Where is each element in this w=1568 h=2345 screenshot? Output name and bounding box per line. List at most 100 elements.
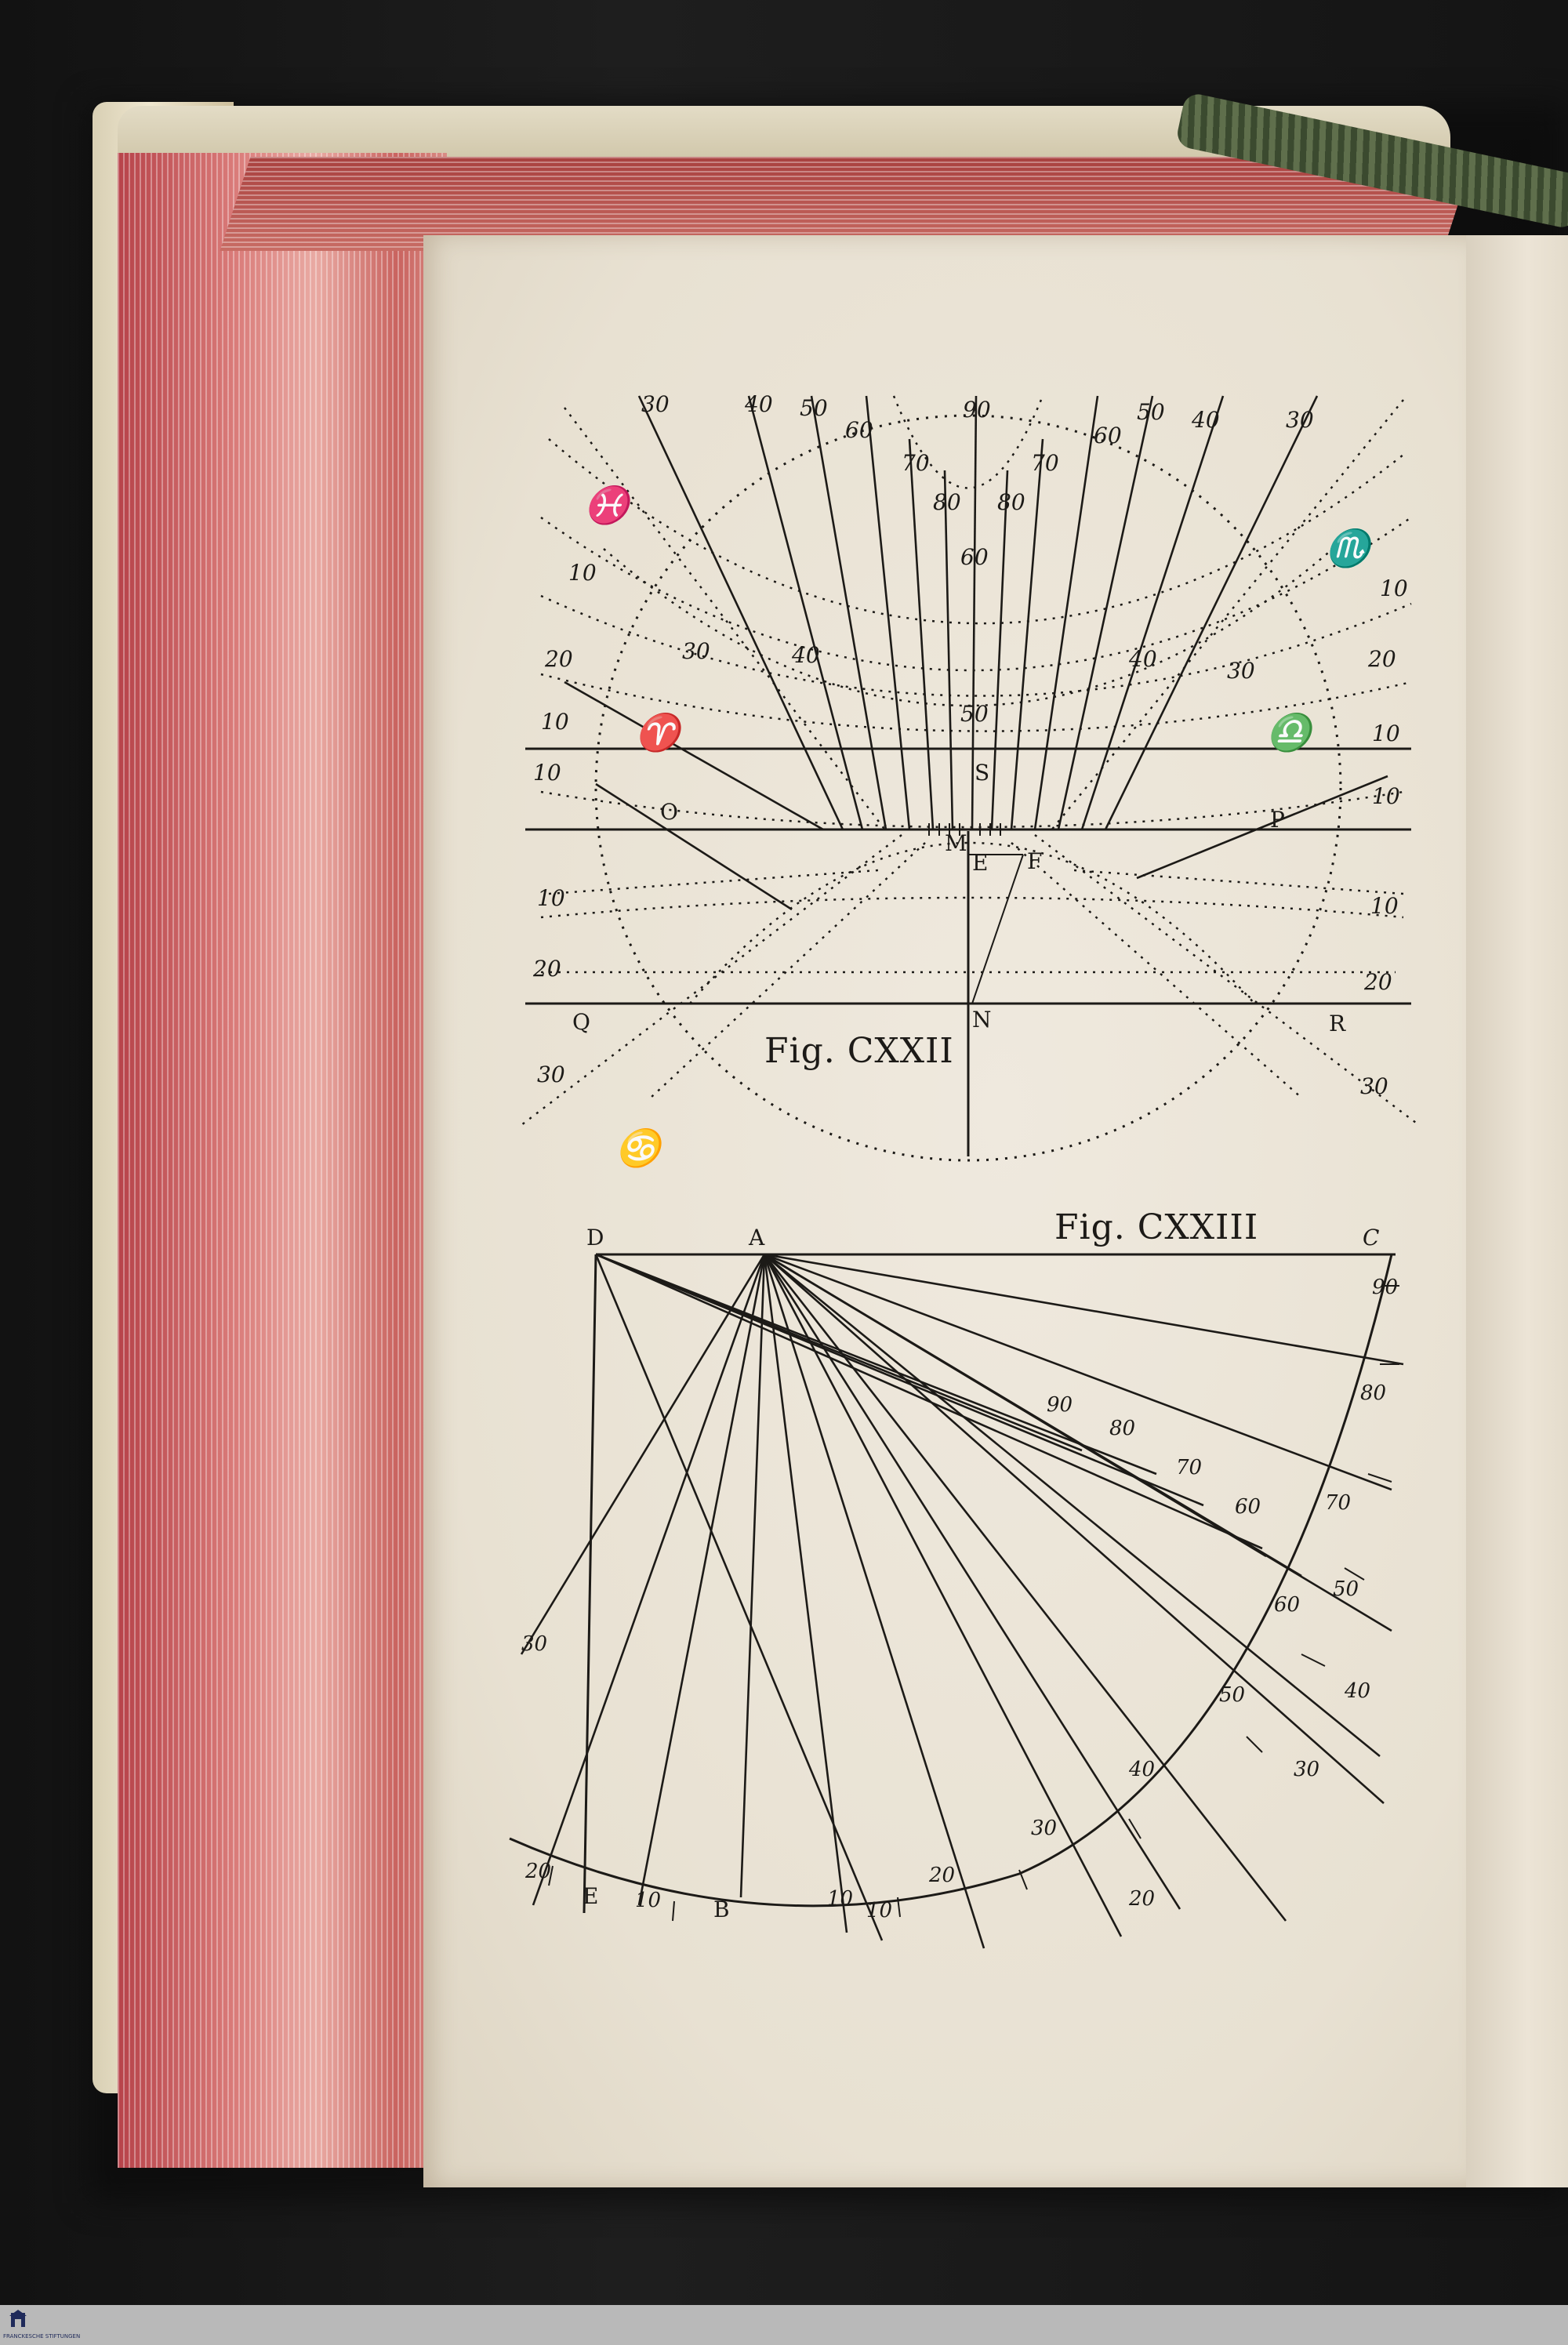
arc-label-10c: 10 [866, 1899, 892, 1922]
figure-cxxiii [509, 1253, 1404, 1949]
label-inner-40b: 40 [1128, 646, 1157, 672]
caption-fig-cxxiii: Fig. CXXIII [1054, 1207, 1259, 1247]
line-de [583, 1254, 597, 1914]
label-top-50a: 50 [800, 395, 828, 421]
label-right-10c: 10 [1372, 783, 1400, 809]
line-ab [739, 1254, 766, 1898]
label-right-10b: 10 [1372, 721, 1400, 746]
ray-label-70: 70 [1176, 1456, 1202, 1479]
hour-rays [564, 395, 1388, 911]
book-page [423, 235, 1474, 2187]
page-edges-red [118, 153, 447, 2168]
point-e: E [972, 850, 988, 876]
arc-label-60: 60 [1274, 1593, 1300, 1617]
ray-label-90: 90 [1047, 1393, 1073, 1417]
tick-marks [928, 823, 1001, 836]
label-top-30a: 30 [641, 391, 670, 417]
label-left-10a: 10 [568, 560, 597, 586]
arc-label-80: 80 [1360, 1381, 1386, 1405]
arc-label-20c: 20 [1128, 1887, 1155, 1911]
point-m: M [945, 830, 967, 856]
label-top-40a: 40 [744, 391, 773, 417]
figure-cxxii-labels: 30 40 50 60 70 80 90 80 70 60 50 40 30 6… [532, 391, 1408, 1099]
left-label-30: 30 [521, 1632, 547, 1656]
viewer-footer-bar: FRANCKESCHE STIFTUNGEN [0, 2305, 1568, 2345]
label-top-80b: 80 [997, 489, 1025, 515]
ray-label-80: 80 [1109, 1417, 1135, 1440]
label-left-10d: 10 [537, 885, 565, 911]
label-right-20a: 20 [1367, 646, 1396, 672]
label-left-10c: 10 [533, 760, 561, 786]
label-left-20a: 20 [544, 646, 573, 672]
zodiac-cancer-icon: ♋ [615, 1127, 667, 1169]
zodiac-pisces-icon: ♓ [584, 484, 636, 526]
label-top-70a: 70 [902, 450, 930, 476]
arc-label-20b: 20 [928, 1864, 955, 1887]
ray-label-60: 60 [1235, 1495, 1261, 1519]
point-o: O [660, 799, 678, 825]
fan-rays-from-a [520, 1253, 1404, 1949]
label-inner-40a: 40 [791, 642, 820, 668]
point-n: N [972, 1007, 992, 1033]
point-e-lower: E [583, 1883, 598, 1909]
label-top-70b: 70 [1031, 450, 1059, 476]
point-q: Q [572, 1009, 590, 1035]
label-top-60a: 60 [845, 417, 873, 443]
franckesche-stiftungen-logo-icon [9, 2310, 27, 2327]
quadrant-arc [509, 1254, 1393, 1908]
label-inner-30b: 30 [1227, 658, 1255, 684]
oblique-dotted-lines [521, 399, 1420, 1126]
label-top-80a: 80 [933, 489, 961, 515]
declination-curves [540, 395, 1412, 974]
caption-fig-cxxii: Fig. CXXII [764, 1031, 954, 1071]
point-r: R [1329, 1011, 1346, 1036]
label-top-40b: 40 [1191, 407, 1220, 433]
arc-label-30: 30 [1031, 1817, 1057, 1840]
label-inner-60: 60 [960, 544, 989, 570]
label-left-20b: 20 [532, 956, 561, 982]
label-right-10d: 10 [1370, 893, 1399, 919]
label-right-10a: 10 [1380, 575, 1408, 601]
arc-ticks [548, 1285, 1399, 1922]
base-arc [689, 841, 1255, 1004]
arc-label-90: 90 [1372, 1276, 1398, 1299]
zodiac-scorpio-icon: ♏ [1325, 527, 1377, 569]
point-s: S [975, 760, 989, 786]
arc-label-50b: 50 [1333, 1577, 1359, 1601]
arc-label-50: 50 [1219, 1683, 1245, 1707]
arc-label-30b: 30 [1294, 1758, 1319, 1781]
label-top-60b: 60 [1094, 423, 1122, 448]
point-c: C [1363, 1225, 1379, 1251]
point-b: B [713, 1897, 730, 1922]
label-top-90: 90 [963, 397, 991, 423]
arc-label-20a: 20 [524, 1860, 551, 1883]
zodiac-libra-icon: ♎ [1266, 711, 1318, 753]
fan-rays-from-d [594, 1253, 1263, 1941]
arc-label-40: 40 [1128, 1758, 1155, 1781]
label-inner-30a: 30 [682, 638, 710, 664]
arc-label-10b: 10 [827, 1887, 853, 1911]
figure-cxxii [521, 395, 1420, 1162]
dial-circle [594, 414, 1342, 1162]
zodiac-signs: ♓ ♈ ♎ ♏ ♋ [584, 484, 1377, 1169]
figure-cxxiii-labels: 20 10 10 10 20 30 20 40 50 60 70 80 90 3… [521, 1276, 1398, 1922]
point-p: P [1270, 807, 1285, 833]
label-right-30: 30 [1360, 1073, 1388, 1099]
label-inner-50: 50 [960, 701, 989, 727]
zodiac-aries-icon: ♈ [635, 711, 687, 753]
label-right-20b: 20 [1363, 969, 1392, 995]
figure-cxxii-points: O P M E F N Q R S [572, 760, 1346, 1036]
label-left-30: 30 [537, 1062, 565, 1087]
point-f: F [1027, 848, 1042, 874]
facing-page-edge [1466, 235, 1568, 2187]
point-a: A [748, 1225, 765, 1251]
line-fn [971, 854, 1024, 1004]
figure-cxxiii-points: D A C E B [583, 1225, 1379, 1922]
label-left-10b: 10 [541, 709, 569, 735]
point-d: D [586, 1225, 604, 1251]
arc-label-10a: 10 [635, 1889, 661, 1912]
logo-text: FRANCKESCHE STIFTUNGEN [3, 2333, 81, 2340]
arc-label-40b: 40 [1344, 1679, 1370, 1703]
label-top-50b: 50 [1137, 399, 1165, 425]
